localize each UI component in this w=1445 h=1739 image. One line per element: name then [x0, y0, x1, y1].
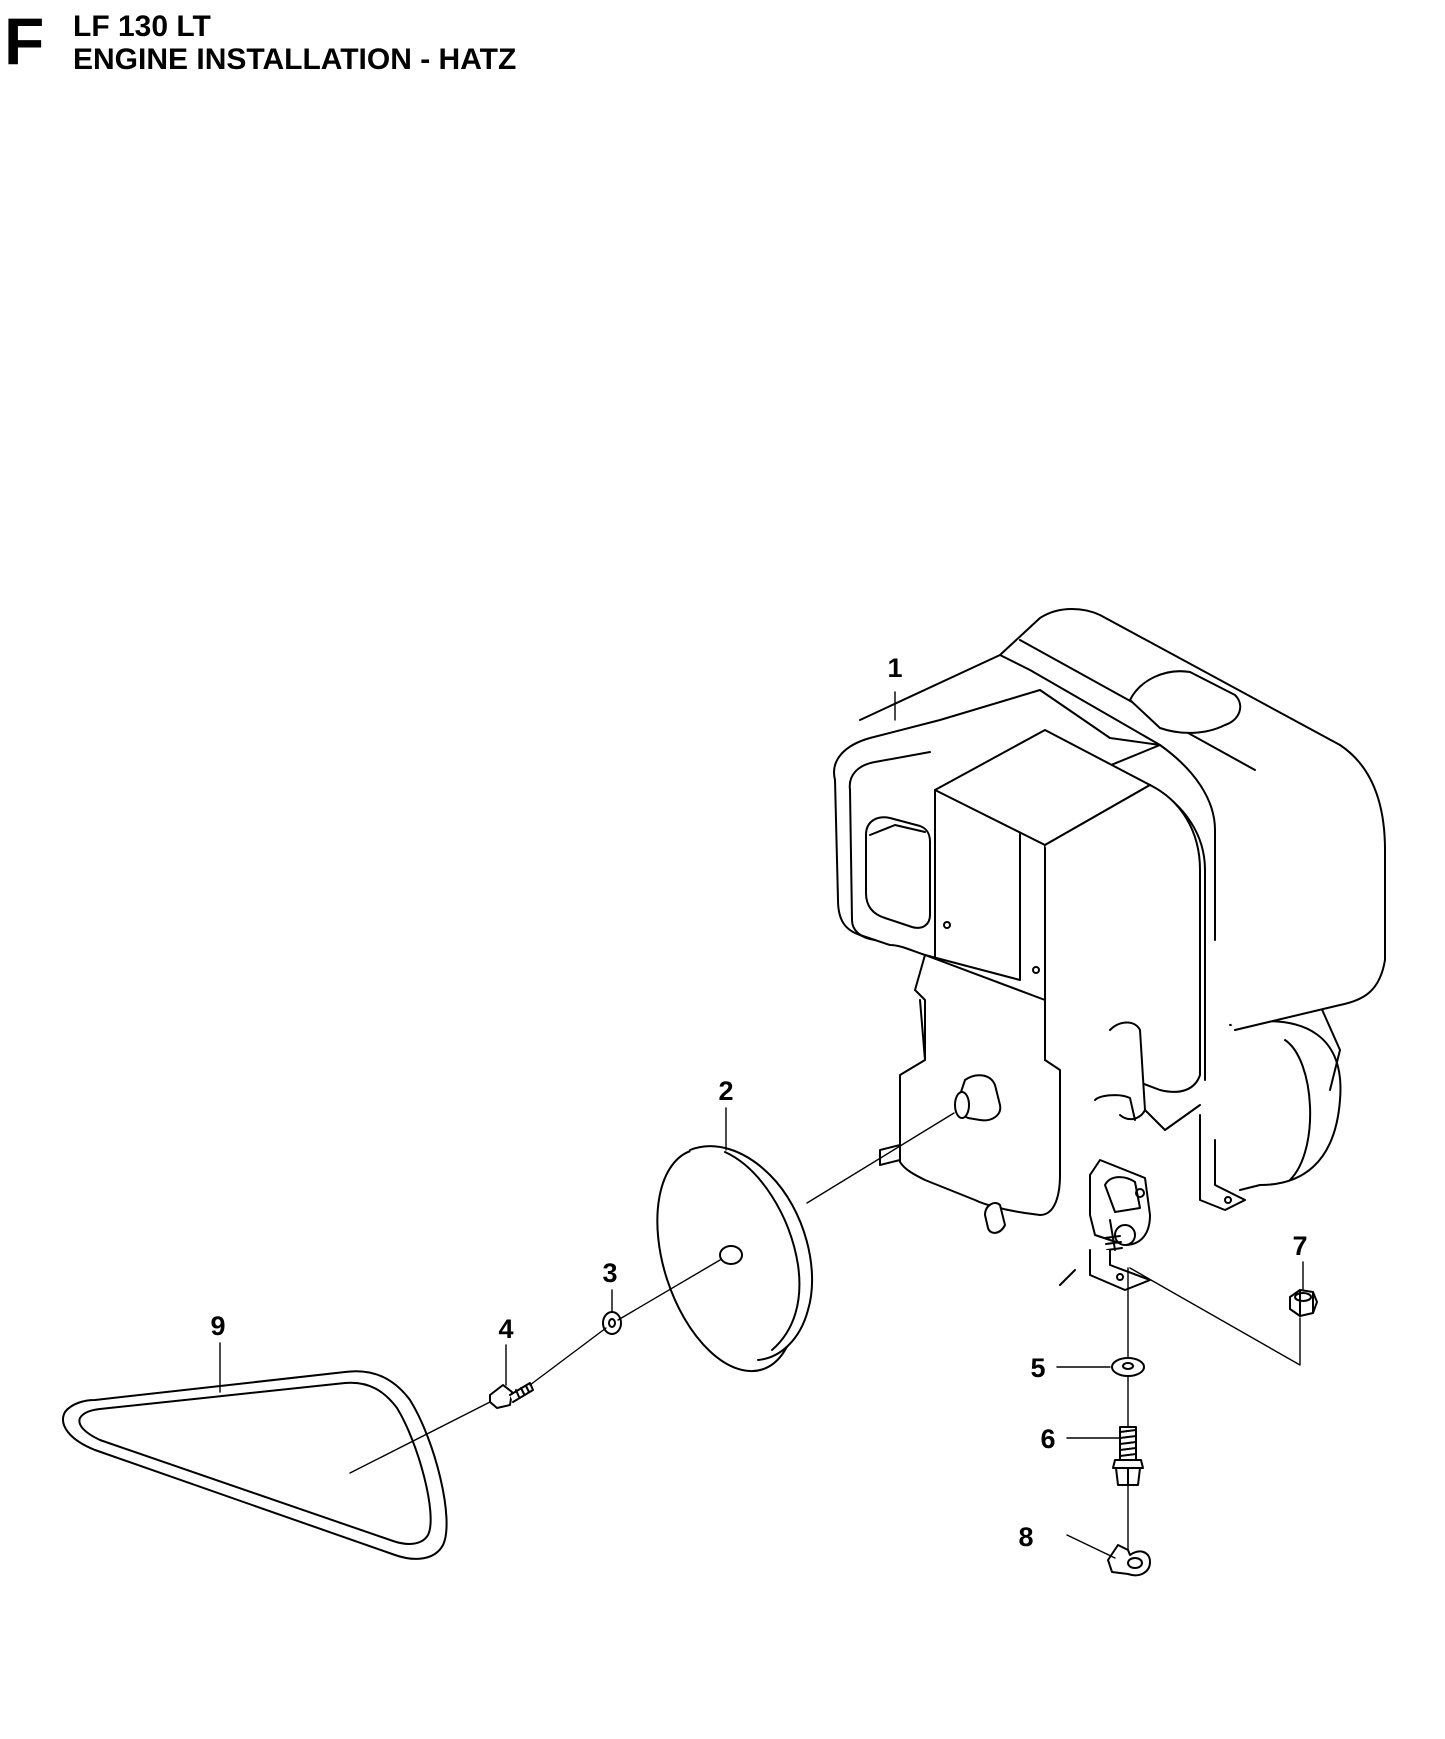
callout-7: 7	[1292, 1231, 1307, 1261]
model-name: LF 130 LT	[73, 10, 211, 43]
bolt	[1112, 1426, 1144, 1486]
callout-6: 6	[1040, 1424, 1055, 1454]
flat-washer	[1111, 1357, 1145, 1377]
section-letter: F	[4, 4, 45, 78]
callout-5: 5	[1030, 1353, 1045, 1383]
nut	[1289, 1289, 1318, 1317]
pulley	[656, 1145, 814, 1373]
engine-assembly	[833, 608, 1386, 1291]
callout-9: 9	[210, 1311, 225, 1341]
title-block: LF 130 LT ENGINE INSTALLATION - HATZ	[73, 10, 516, 76]
callout-2: 2	[718, 1076, 733, 1106]
callout-4: 4	[498, 1314, 513, 1344]
assembly-lines	[219, 691, 1304, 1559]
page-title: ENGINE INSTALLATION - HATZ	[73, 43, 517, 76]
callout-3: 3	[602, 1258, 617, 1288]
washer	[602, 1311, 622, 1335]
lock-plate	[1107, 1544, 1151, 1577]
screw	[489, 1382, 534, 1409]
callout-1: 1	[887, 653, 902, 683]
v-belt	[62, 1370, 448, 1560]
callout-8: 8	[1018, 1522, 1033, 1552]
